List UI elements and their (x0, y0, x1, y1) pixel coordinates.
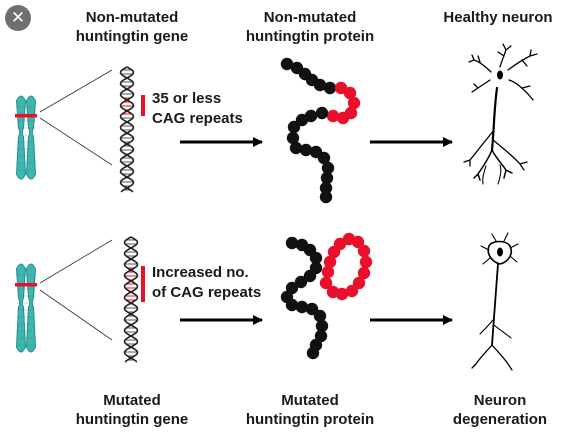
glutamine-repeat-bead (326, 285, 340, 299)
amino-acid-bead (299, 143, 313, 157)
dna-strand (123, 236, 139, 363)
amino-acid-bead (309, 251, 323, 265)
glutamine-repeat-bead (357, 244, 371, 258)
amino-acid-bead (313, 78, 327, 92)
amino-acid-bead (319, 181, 333, 195)
glutamine-repeat-bead (352, 276, 366, 290)
amino-acid-bead (315, 106, 329, 120)
amino-acid-bead (306, 346, 320, 360)
glutamine-repeat-bead (359, 255, 373, 269)
amino-acid-bead (305, 302, 319, 316)
bottom-neuron-label: Neuron degeneration (452, 392, 548, 428)
amino-acid-bead (313, 309, 327, 323)
close-button[interactable]: ✕ (5, 5, 31, 31)
zoom-lines-bottom (39, 239, 113, 341)
glutamine-repeat-bead (357, 266, 371, 280)
glutamine-repeat-bead (323, 255, 337, 269)
amino-acid-bead (323, 81, 337, 95)
bottom-protein-label: Mutated huntingtin protein (245, 392, 375, 428)
zoom-lines-top (39, 69, 113, 166)
chromosome-icon-bottom (15, 263, 37, 353)
bottom-gene-label: Mutated huntingtin gene (75, 392, 189, 428)
glutamine-repeat-bead (345, 284, 359, 298)
healthy-neuron-icon (463, 43, 538, 185)
dna-strand (123, 236, 139, 363)
top-repeats-label: 35 or less CAG repeats (152, 90, 243, 127)
top-repeat-bar (141, 95, 145, 116)
glutamine-repeat-bead (336, 111, 350, 125)
chromosome-icon-top (15, 95, 37, 180)
protein-chain-bottom (280, 232, 373, 360)
degenerated-neuron-icon (471, 232, 519, 371)
bottom-repeats-label: Increased no. of CAG repeats (152, 264, 262, 301)
amino-acid-bead (286, 131, 300, 145)
amino-acid-bead (295, 300, 309, 314)
amino-acid-bead (303, 269, 317, 283)
glutamine-repeat-bead (326, 109, 340, 123)
glutamine-repeat-bead (343, 86, 357, 100)
top-neuron-label: Healthy neuron (443, 9, 553, 26)
chromatid (15, 95, 27, 180)
amino-acid-bead (319, 190, 333, 204)
amino-acid-bead (285, 236, 299, 250)
glutamine-repeat-bead (351, 235, 365, 249)
amino-acid-bead (280, 57, 294, 71)
amino-acid-bead (321, 161, 335, 175)
amino-acid-bead (320, 171, 334, 185)
chromatid (15, 263, 27, 353)
glutamine-repeat-bead (347, 96, 361, 110)
chromatid (25, 95, 37, 180)
dna-strand (119, 66, 135, 193)
glutamine-repeat-bead (319, 276, 333, 290)
amino-acid-bead (287, 120, 301, 134)
bottom-repeat-bar (141, 266, 145, 302)
gene-locus-band (15, 283, 37, 287)
dna-helix-icon-top (119, 66, 135, 193)
amino-acid-bead (315, 319, 329, 333)
dna-helix-icon-bottom (123, 236, 139, 363)
protein-chain-top (280, 57, 361, 204)
chromatid (25, 263, 37, 353)
top-protein-label: Non-mutated huntingtin protein (245, 9, 375, 45)
amino-acid-bead (289, 141, 303, 155)
gene-locus-band (15, 114, 37, 118)
dna-strand (119, 66, 135, 193)
amino-acid-bead (294, 275, 308, 289)
amino-acid-bead (295, 113, 309, 127)
top-gene-label: Non-mutated huntingtin gene (75, 9, 189, 45)
amino-acid-bead (317, 151, 331, 165)
amino-acid-bead (285, 298, 299, 312)
glutamine-repeat-bead (321, 265, 335, 279)
